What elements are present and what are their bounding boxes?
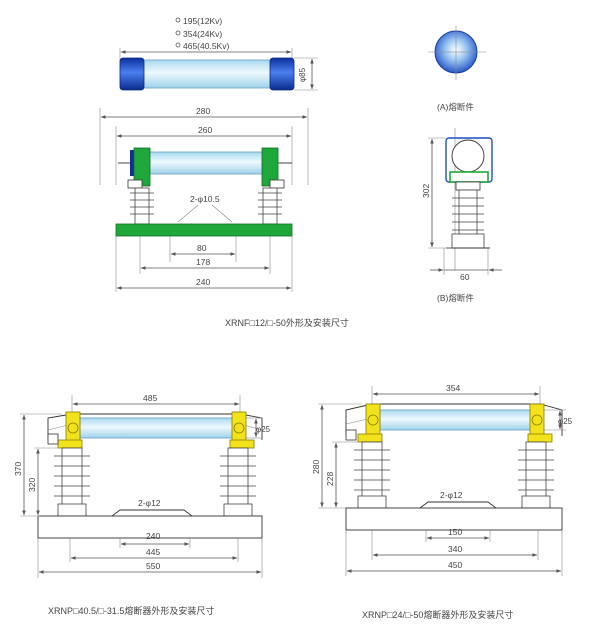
dim-240-label: 240: [196, 277, 210, 287]
dim-150-label: 150: [448, 527, 462, 537]
br-holes-label: 2-φ12: [440, 490, 463, 500]
dim-550-label: 550: [146, 561, 160, 571]
dim-445-label: 445: [146, 547, 160, 557]
dim-228-label: 228: [325, 472, 335, 486]
dim-178-label: 178: [196, 257, 210, 267]
dim-320-label: 320: [27, 478, 37, 492]
tube-diameter-label: φ85: [298, 67, 307, 82]
bl-holes-label: 2-φ12: [138, 498, 161, 508]
label-a: (A)熔断件: [437, 102, 474, 112]
bl-dim-240-label: 240: [146, 531, 160, 541]
fuse-tube: [79, 417, 237, 439]
bottom-right-figure: 354 φ25 2-φ12: [311, 383, 573, 620]
dim-370-label: 370: [13, 462, 23, 476]
bottom-left-figure: 485 φ25: [13, 393, 271, 616]
dim-485-label: 485: [143, 393, 157, 403]
br-fuse-tube: [379, 409, 535, 431]
br-dim-280-label: 280: [311, 460, 321, 474]
holes-label: 2-φ10.5: [190, 194, 220, 204]
dim-340-label: 340: [448, 544, 462, 554]
insulator-right: [258, 187, 282, 225]
top-right-figure: (A)熔断件 302 60 (B)熔断件: [421, 26, 502, 303]
caption-xrnf: XRNF□12/□-50外形及安装尺寸: [225, 317, 349, 328]
top-left-figure: 195(12Kv) 354(24Kv) 465(40.5Kv) φ85 280 …: [99, 16, 349, 328]
bl-dia-label: φ25: [256, 425, 271, 434]
insulator-left: [130, 187, 154, 225]
dim-80-label: 80: [197, 243, 207, 253]
mounting-base: [115, 223, 293, 237]
length-option-354: 354(24Kv): [183, 29, 222, 39]
br-bracket-left: [345, 403, 383, 443]
label-b: (B)熔断件: [437, 293, 474, 303]
br-insulators: [354, 441, 554, 509]
bl-insulators: [54, 447, 256, 517]
dim-302-label: 302: [421, 184, 431, 198]
length-option-465: 465(40.5Kv): [183, 41, 229, 51]
dim-280-label: 280: [196, 106, 210, 116]
caption-xrnp-24: XRNP□24/□-50熔断器外形及安装尺寸: [362, 609, 513, 620]
dim-450-label: 450: [448, 560, 462, 570]
br-dia-label: φ25: [558, 417, 573, 426]
caption-xrnp-40-5: XRNP□40.5/□-31.5熔断器外形及安装尺寸: [48, 605, 214, 616]
length-options: 195(12Kv) 354(24Kv) 465(40.5Kv): [175, 16, 229, 51]
length-option-195: 195(12Kv): [183, 16, 222, 26]
dim-60-label: 60: [460, 272, 470, 282]
dim-260-label: 260: [198, 125, 212, 135]
dim-354-label: 354: [446, 383, 460, 393]
bracket-right: [229, 411, 255, 449]
fuse-side-view: [445, 128, 493, 270]
fuse-cartridge: [119, 57, 295, 91]
br-bracket-right: [527, 403, 553, 443]
